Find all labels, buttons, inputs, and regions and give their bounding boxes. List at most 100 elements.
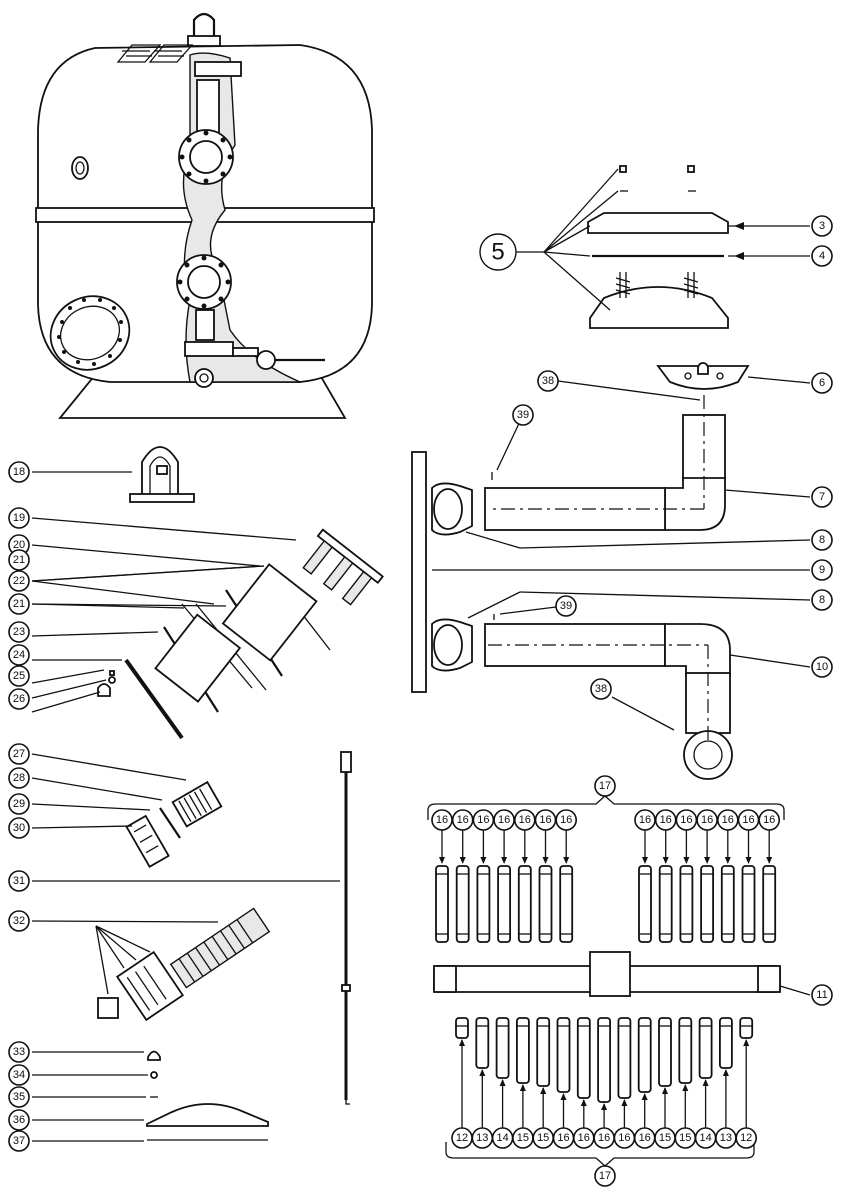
lateral-item: 16: [654, 809, 677, 943]
callout-number: 6: [819, 377, 825, 389]
callout-c17b: 17: [594, 1165, 616, 1187]
lateral-callout-number: 16: [436, 814, 448, 826]
callout-labels: 5346383978983910381819202122212324252627…: [8, 215, 833, 1187]
callout-c23: 23: [8, 621, 30, 643]
lateral-item: 16: [758, 809, 781, 943]
lateral-callout-number: 16: [618, 1132, 630, 1144]
lateral-callout-number: 16: [722, 814, 734, 826]
callout-c37: 37: [8, 1130, 30, 1152]
lateral-item: 12: [735, 1017, 758, 1149]
lateral-item: 12: [451, 1017, 473, 1149]
lateral-callout-number: 15: [517, 1132, 529, 1144]
callout-number: 29: [13, 798, 25, 810]
lateral-item: 16: [493, 809, 515, 943]
callout-c7: 7: [811, 486, 833, 508]
lateral-callout: 16: [593, 1127, 615, 1149]
laterals-group: [427, 795, 811, 1167]
callout-c30: 30: [8, 817, 30, 839]
lateral-callout: 14: [491, 1127, 514, 1149]
lateral-callout-number: 13: [476, 1132, 488, 1144]
callout-c8b: 8: [811, 589, 833, 611]
filter-tank: [35, 12, 375, 419]
exploded-parts-lower-left: [31, 751, 352, 1142]
lateral-item: 14: [694, 1017, 717, 1149]
lateral-callout: 16: [675, 809, 698, 831]
lateral-callout-number: 16: [598, 1132, 610, 1144]
callout-number: 25: [13, 670, 25, 682]
callout-number: 8: [819, 534, 825, 546]
lateral-callout: 16: [472, 809, 495, 831]
callout-number: 3: [819, 220, 825, 232]
callout-number: 4: [819, 250, 825, 262]
lateral-callout: 13: [715, 1127, 737, 1149]
lateral-callout: 15: [532, 1127, 555, 1149]
callout-c33: 33: [8, 1041, 30, 1063]
lateral-callout-number: 15: [679, 1132, 691, 1144]
lateral-callout: 15: [674, 1127, 697, 1149]
lateral-item: 16: [572, 1017, 595, 1149]
callout-number: 19: [13, 512, 25, 524]
lateral-item: 16: [534, 809, 557, 943]
callout-c31: 31: [8, 870, 30, 892]
callout-number: 27: [13, 748, 25, 760]
callout-c39b: 39: [555, 595, 577, 617]
callout-c26: 26: [8, 688, 30, 710]
callout-c18: 18: [8, 461, 30, 483]
callout-c28: 28: [8, 767, 30, 789]
callout-c21a: 21: [8, 549, 30, 571]
lateral-item: 15: [512, 1017, 534, 1149]
callout-number: 31: [13, 875, 25, 887]
callout-number: 20: [13, 539, 25, 551]
lateral-item: 13: [471, 1017, 494, 1149]
lateral-item: 16: [675, 809, 698, 943]
lateral-callout: 15: [654, 1127, 676, 1149]
callout-number: 38: [595, 683, 607, 695]
callout-c39a: 39: [512, 404, 534, 426]
lateral-callout-number: 14: [699, 1132, 711, 1144]
callout-number: 21: [13, 598, 25, 610]
lateral-callout-number: 14: [496, 1132, 508, 1144]
lateral-callout: 15: [512, 1127, 534, 1149]
lateral-callout-number: 16: [639, 1132, 651, 1144]
lateral-callout-number: 16: [639, 814, 651, 826]
lateral-item: 16: [716, 809, 739, 943]
lateral-callout-number: 15: [537, 1132, 549, 1144]
lateral-item: 16: [696, 809, 718, 943]
callout-c35: 35: [8, 1086, 30, 1108]
callout-c38a: 38: [537, 370, 559, 392]
callout-number: 36: [13, 1114, 25, 1126]
lateral-callout: 16: [451, 809, 474, 831]
callout-number: 5: [491, 239, 504, 266]
callout-c22: 22: [8, 570, 30, 592]
callout-c5: 5: [479, 233, 517, 271]
lateral-callout-number: 13: [720, 1132, 732, 1144]
callout-number: 22: [13, 575, 25, 587]
lateral-callout-number: 15: [659, 1132, 671, 1144]
lateral-item: 16: [634, 809, 656, 943]
lateral-item: 16: [451, 809, 474, 943]
lateral-callout: 14: [694, 1127, 717, 1149]
callout-number: 10: [816, 661, 828, 673]
callout-number: 32: [13, 915, 25, 927]
internal-piping: [411, 362, 811, 780]
lateral-callout-number: 16: [680, 814, 692, 826]
lateral-callout-number: 16: [701, 814, 713, 826]
lateral-callout-number: 16: [763, 814, 775, 826]
lateral-item: 13: [715, 1017, 737, 1149]
callout-c3: 3: [811, 215, 833, 237]
callout-c9: 9: [811, 559, 833, 581]
lateral-callout: 12: [735, 1127, 758, 1149]
lateral-callout-number: 16: [539, 814, 551, 826]
lateral-callout: 16: [634, 809, 656, 831]
lateral-callout: 16: [493, 809, 515, 831]
lateral-item: 16: [633, 1017, 656, 1149]
callout-c25: 25: [8, 665, 30, 687]
callout-number: 23: [13, 626, 25, 638]
lateral-callout-number: 12: [456, 1132, 468, 1144]
lateral-item: 16: [472, 809, 495, 943]
lateral-callout: 16: [513, 809, 536, 831]
lateral-callout: 16: [654, 809, 677, 831]
lateral-item: 15: [654, 1017, 676, 1149]
callout-number: 30: [13, 822, 25, 834]
callout-number: 28: [13, 772, 25, 784]
